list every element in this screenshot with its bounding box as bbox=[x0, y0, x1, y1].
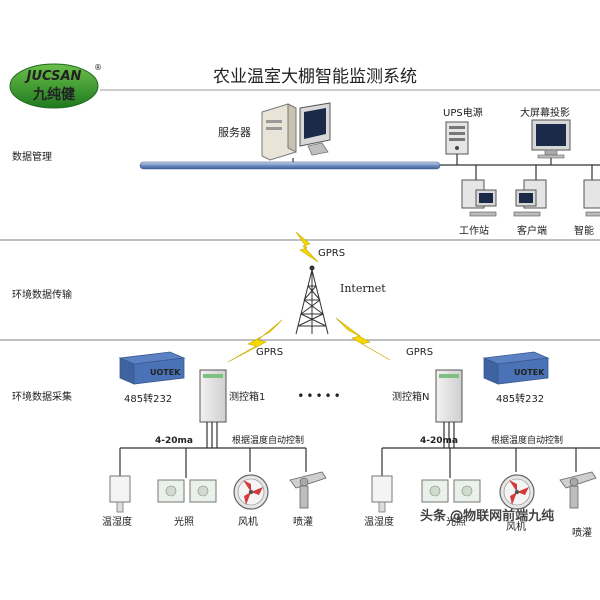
left-fan-icon bbox=[233, 474, 269, 510]
right-temp-humidity-sensor-icon bbox=[371, 475, 393, 513]
logo-chinese: 九纯健 bbox=[32, 86, 75, 103]
internet-tower-icon bbox=[295, 265, 329, 335]
network-bus bbox=[139, 161, 441, 170]
right-control-box-icon bbox=[435, 369, 463, 423]
right-wiring bbox=[381, 422, 600, 478]
left-device-label-0: 温湿度 bbox=[102, 515, 132, 528]
lightning-left-icon bbox=[227, 319, 283, 363]
lightning-top-icon bbox=[295, 231, 319, 263]
right-device-label-2: 风机 bbox=[506, 520, 526, 533]
watermark: 头条 @物联网前端九纯 bbox=[420, 508, 554, 524]
right-device-label-0: 温湿度 bbox=[364, 515, 394, 528]
group-ellipsis: ••••• bbox=[297, 389, 342, 403]
left-control-box-icon bbox=[199, 369, 227, 423]
gprs-right-label: GPRS bbox=[406, 347, 433, 358]
left-device-label-2: 风机 bbox=[238, 515, 258, 528]
server-icon bbox=[261, 102, 331, 161]
left-control-box-label: 测控箱1 bbox=[229, 390, 265, 403]
logo-registered: ® bbox=[94, 63, 102, 72]
big-screen-label: 大屏幕投影 bbox=[520, 106, 570, 119]
client-label: 客户端 bbox=[517, 224, 547, 237]
right-converter-brand: UOTEK bbox=[514, 368, 545, 377]
smart-terminal-icon bbox=[583, 179, 600, 217]
server-label: 服务器 bbox=[218, 126, 251, 139]
big-screen-icon bbox=[531, 119, 571, 159]
logo-latin: JUCSAN bbox=[24, 69, 82, 84]
right-sprinkler-icon bbox=[559, 471, 597, 509]
left-temp-humidity-sensor-icon bbox=[109, 475, 131, 513]
right-fan-icon bbox=[499, 474, 535, 510]
right-device-label-1: 光照 bbox=[446, 515, 466, 528]
right-device-label-3: 喷灌 bbox=[572, 527, 592, 539]
client-icon bbox=[513, 179, 547, 217]
left-device-label-1: 光照 bbox=[174, 515, 194, 528]
layer-label-management: 数据管理 bbox=[12, 150, 52, 163]
ups-label: UPS电源 bbox=[443, 106, 483, 119]
left-wiring bbox=[119, 422, 307, 478]
internet-label: Internet bbox=[340, 282, 386, 295]
left-device-label-3: 喷灌 bbox=[293, 516, 313, 528]
workstation-icon bbox=[461, 179, 497, 217]
left-sprinkler-icon bbox=[289, 471, 327, 509]
left-converter-brand: UOTEK bbox=[150, 368, 181, 377]
right-light-sensor-icon bbox=[421, 479, 481, 503]
layer-label-collection: 环境数据采集 bbox=[12, 390, 72, 403]
left-converter-label: 485转232 bbox=[124, 392, 172, 405]
right-control-box-label: 测控箱N bbox=[392, 390, 429, 403]
left-signal-label: 4-20ma bbox=[155, 436, 193, 446]
client-tree-lines bbox=[440, 154, 600, 180]
lightning-right-icon bbox=[335, 317, 391, 361]
diagram-title: 农业温室大棚智能监测系统 bbox=[213, 67, 417, 87]
layer-label-transmission: 环境数据传输 bbox=[12, 288, 72, 301]
right-converter-icon: UOTEK bbox=[482, 351, 550, 385]
left-auto-control-label: 根据温度自动控制 bbox=[232, 434, 304, 446]
gprs-left-label: GPRS bbox=[256, 347, 283, 358]
ups-icon bbox=[445, 121, 469, 155]
right-converter-label: 485转232 bbox=[496, 392, 544, 405]
left-light-sensor-icon bbox=[157, 479, 217, 503]
right-auto-control-label: 根据温度自动控制 bbox=[491, 434, 563, 446]
gprs-top-label: GPRS bbox=[318, 248, 345, 259]
smart-terminal-label: 智能 bbox=[574, 224, 594, 237]
left-converter-icon: UOTEK bbox=[118, 351, 186, 385]
workstation-label: 工作站 bbox=[459, 224, 489, 237]
logo: JUCSAN 九纯健 ® bbox=[9, 63, 102, 109]
right-signal-label: 4-20ma bbox=[420, 436, 458, 446]
